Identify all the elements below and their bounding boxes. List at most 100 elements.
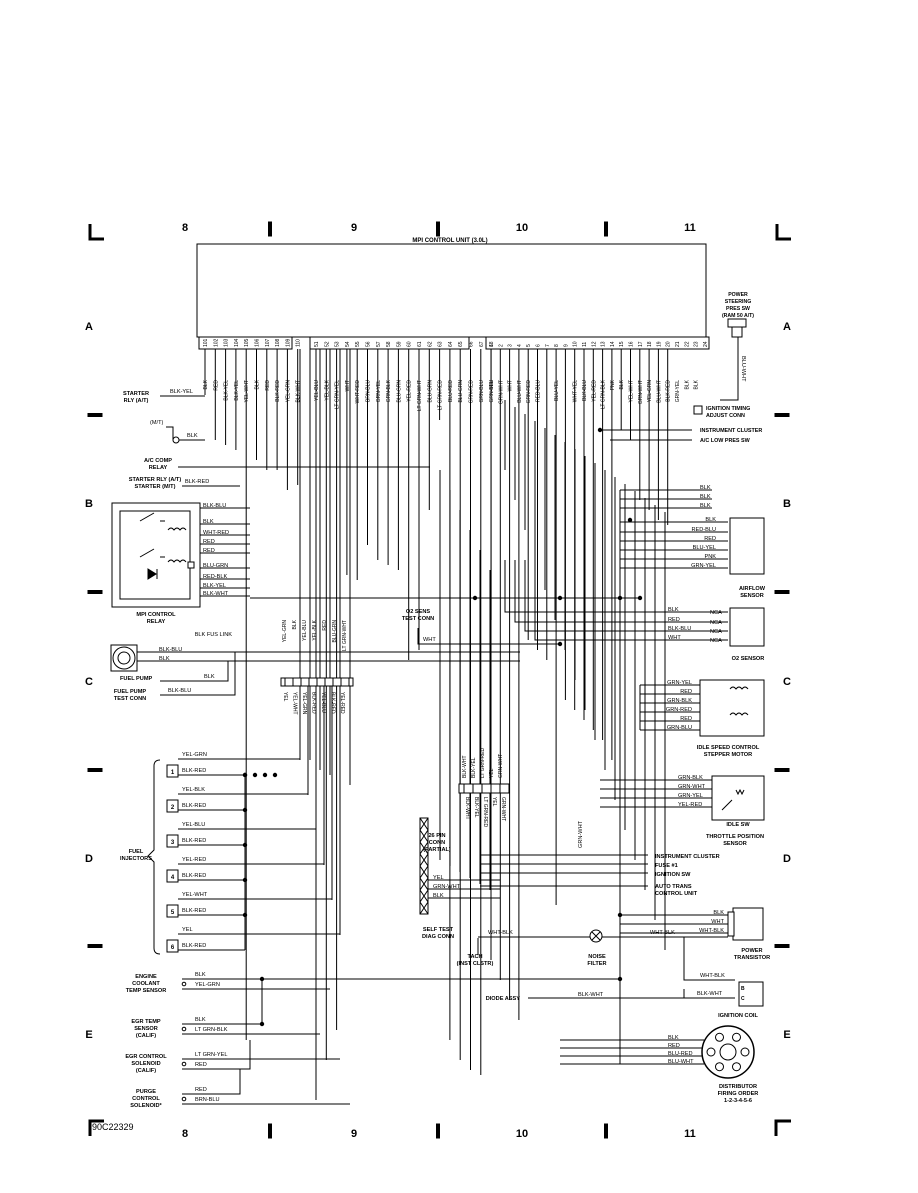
d-zone-labels: IGNITION SW bbox=[655, 872, 691, 878]
ecu-connector-3 bbox=[485, 336, 710, 350]
injector-wire-label: YEL-GRN bbox=[182, 752, 207, 758]
fuel-pump-label: FUEL PUMP bbox=[120, 676, 152, 682]
o2-feed bbox=[514, 560, 620, 623]
connector-pin bbox=[181, 1026, 187, 1032]
wire-color-label: RED bbox=[213, 380, 219, 391]
diode-assy-label: DIODE ASSY bbox=[486, 996, 521, 1002]
relay-coil-2 bbox=[167, 559, 187, 563]
pin-number: 63 bbox=[438, 341, 444, 347]
wire-label: WHT-BLK bbox=[650, 930, 675, 936]
distributor-label: DISTRIBUTOR bbox=[719, 1084, 757, 1090]
wire-color-label: BLK bbox=[203, 379, 209, 389]
zone-tick bbox=[774, 944, 790, 948]
diag-wire-label: GRN-WHT bbox=[433, 884, 461, 890]
injector-number: 6 bbox=[171, 945, 175, 951]
distributor-rotor bbox=[719, 1043, 737, 1061]
vertical-wire-label: LT GRN-WHT bbox=[342, 620, 348, 651]
corner-mark bbox=[88, 224, 104, 241]
ect-label: ENGINE bbox=[135, 974, 157, 980]
wire-label: RED bbox=[195, 1087, 207, 1093]
wire-color-label: YEL-BLU bbox=[314, 380, 320, 401]
pin-number: 8 bbox=[554, 344, 560, 347]
splice-dot bbox=[617, 912, 623, 918]
relay-wire-label: BLU-GRN bbox=[203, 563, 228, 569]
diag-wire-label: BLK bbox=[433, 893, 444, 899]
splice-dot bbox=[262, 772, 268, 778]
pin-number: 16 bbox=[629, 341, 635, 347]
fp-test-wire bbox=[160, 652, 236, 696]
connector-wire-label: BLK-RED bbox=[330, 692, 336, 714]
power-steering-switch-label: (RAM 50 A/T) bbox=[722, 313, 754, 319]
tps-wire-label: GRN-WHT bbox=[678, 784, 706, 790]
vertical-wire-label: YEL-BLU bbox=[302, 620, 308, 641]
row-label: E bbox=[85, 1029, 92, 1041]
drawing-number: 90C22329 bbox=[92, 1122, 134, 1132]
wire-color-label: RED bbox=[265, 380, 271, 391]
pin-number: 10 bbox=[573, 341, 579, 347]
connector-wire-label: YEL-RED bbox=[339, 692, 345, 714]
wire-color-label: BLU-YEL bbox=[554, 380, 560, 401]
nca-label: NCA bbox=[710, 638, 722, 644]
injector-number: 5 bbox=[171, 910, 175, 916]
ign-timing-label: ADJUST CONN bbox=[706, 413, 745, 419]
wire-color-label: GRN-YEL bbox=[376, 380, 382, 402]
pin-number: 5 bbox=[526, 344, 532, 347]
wire-color-label: BLK bbox=[684, 379, 690, 389]
o2-wire-label: BLK-BLU bbox=[668, 626, 691, 632]
zone-tick bbox=[87, 944, 103, 948]
self-test-label: SELF TEST bbox=[423, 927, 454, 933]
wire-color-label: YEL-BLK bbox=[324, 379, 330, 400]
diag-pin bbox=[419, 853, 429, 867]
injector-body bbox=[166, 904, 179, 918]
coil-terminal-mark: C bbox=[741, 996, 745, 1002]
splice-dot bbox=[252, 772, 258, 778]
o2-wire-label: BLK bbox=[668, 607, 679, 613]
wire-color-label: BRN-BLU bbox=[366, 380, 372, 402]
zone-tick bbox=[87, 590, 103, 594]
pin-number: 61 bbox=[417, 341, 423, 347]
injector-number: 2 bbox=[171, 805, 175, 811]
pin-number: 1 bbox=[489, 344, 495, 347]
injector-number: 3 bbox=[171, 840, 175, 846]
pin-number: 109 bbox=[285, 338, 291, 347]
airflow-sensor-label: AIRFLOW bbox=[739, 586, 766, 592]
ecu-connector-2 bbox=[309, 336, 470, 350]
relay-coil-1 bbox=[167, 527, 187, 531]
purge-solenoid-label: PURGE bbox=[136, 1089, 156, 1095]
self-test-label: DIAG CONN bbox=[422, 934, 454, 940]
zone-tick bbox=[87, 768, 103, 772]
pin-number: 17 bbox=[638, 341, 644, 347]
pin-number: 64 bbox=[448, 341, 454, 347]
fuel-pump-test-label: TEST CONN bbox=[114, 696, 146, 702]
airflow-wire-label: RED bbox=[704, 536, 716, 542]
26-pin-top-label: YEL bbox=[489, 768, 495, 778]
fuel-injectors-label: FUEL bbox=[129, 849, 144, 855]
vertical-wire-label: BLU-GRN bbox=[332, 620, 338, 643]
splice-dot bbox=[557, 641, 563, 647]
noise-filter-label: FILTER bbox=[587, 961, 606, 967]
wire-label: BLK-BLU bbox=[168, 688, 191, 694]
o2-feed bbox=[504, 560, 620, 613]
wire-color-label: BLU-WHT bbox=[656, 380, 662, 403]
zone-tick bbox=[774, 768, 790, 772]
wire-color-label: RED-BLU bbox=[536, 380, 542, 402]
wire-label: BLU-WHT bbox=[740, 356, 746, 382]
splice-dot bbox=[627, 517, 633, 523]
row-label: E bbox=[783, 1029, 790, 1041]
idle-sw-label: IDLE SW bbox=[726, 822, 750, 828]
wire-color-label: BLK-YEL bbox=[234, 380, 240, 401]
injector-wire-label: BLK-RED bbox=[182, 943, 206, 949]
ac-comp-relay-label: A/C COMP bbox=[144, 458, 172, 464]
egr-temp-wire bbox=[182, 979, 263, 1025]
starter-relay-label: RLY (A/T) bbox=[124, 398, 149, 404]
ac-low-pres-label: A/C LOW PRES SW bbox=[700, 438, 751, 444]
relay-wire-label: BLK bbox=[203, 519, 214, 525]
pin-number: 7 bbox=[545, 344, 551, 347]
connector-wire-label: YEL bbox=[282, 692, 288, 702]
corner-mark bbox=[88, 1119, 104, 1136]
power-transistor-label: TRANSISTOR bbox=[734, 955, 770, 961]
pin-number: 13 bbox=[601, 341, 607, 347]
power-steering-switch-label: PRES SW bbox=[726, 306, 750, 312]
wire-color-label: YEL-WHT bbox=[244, 380, 250, 403]
